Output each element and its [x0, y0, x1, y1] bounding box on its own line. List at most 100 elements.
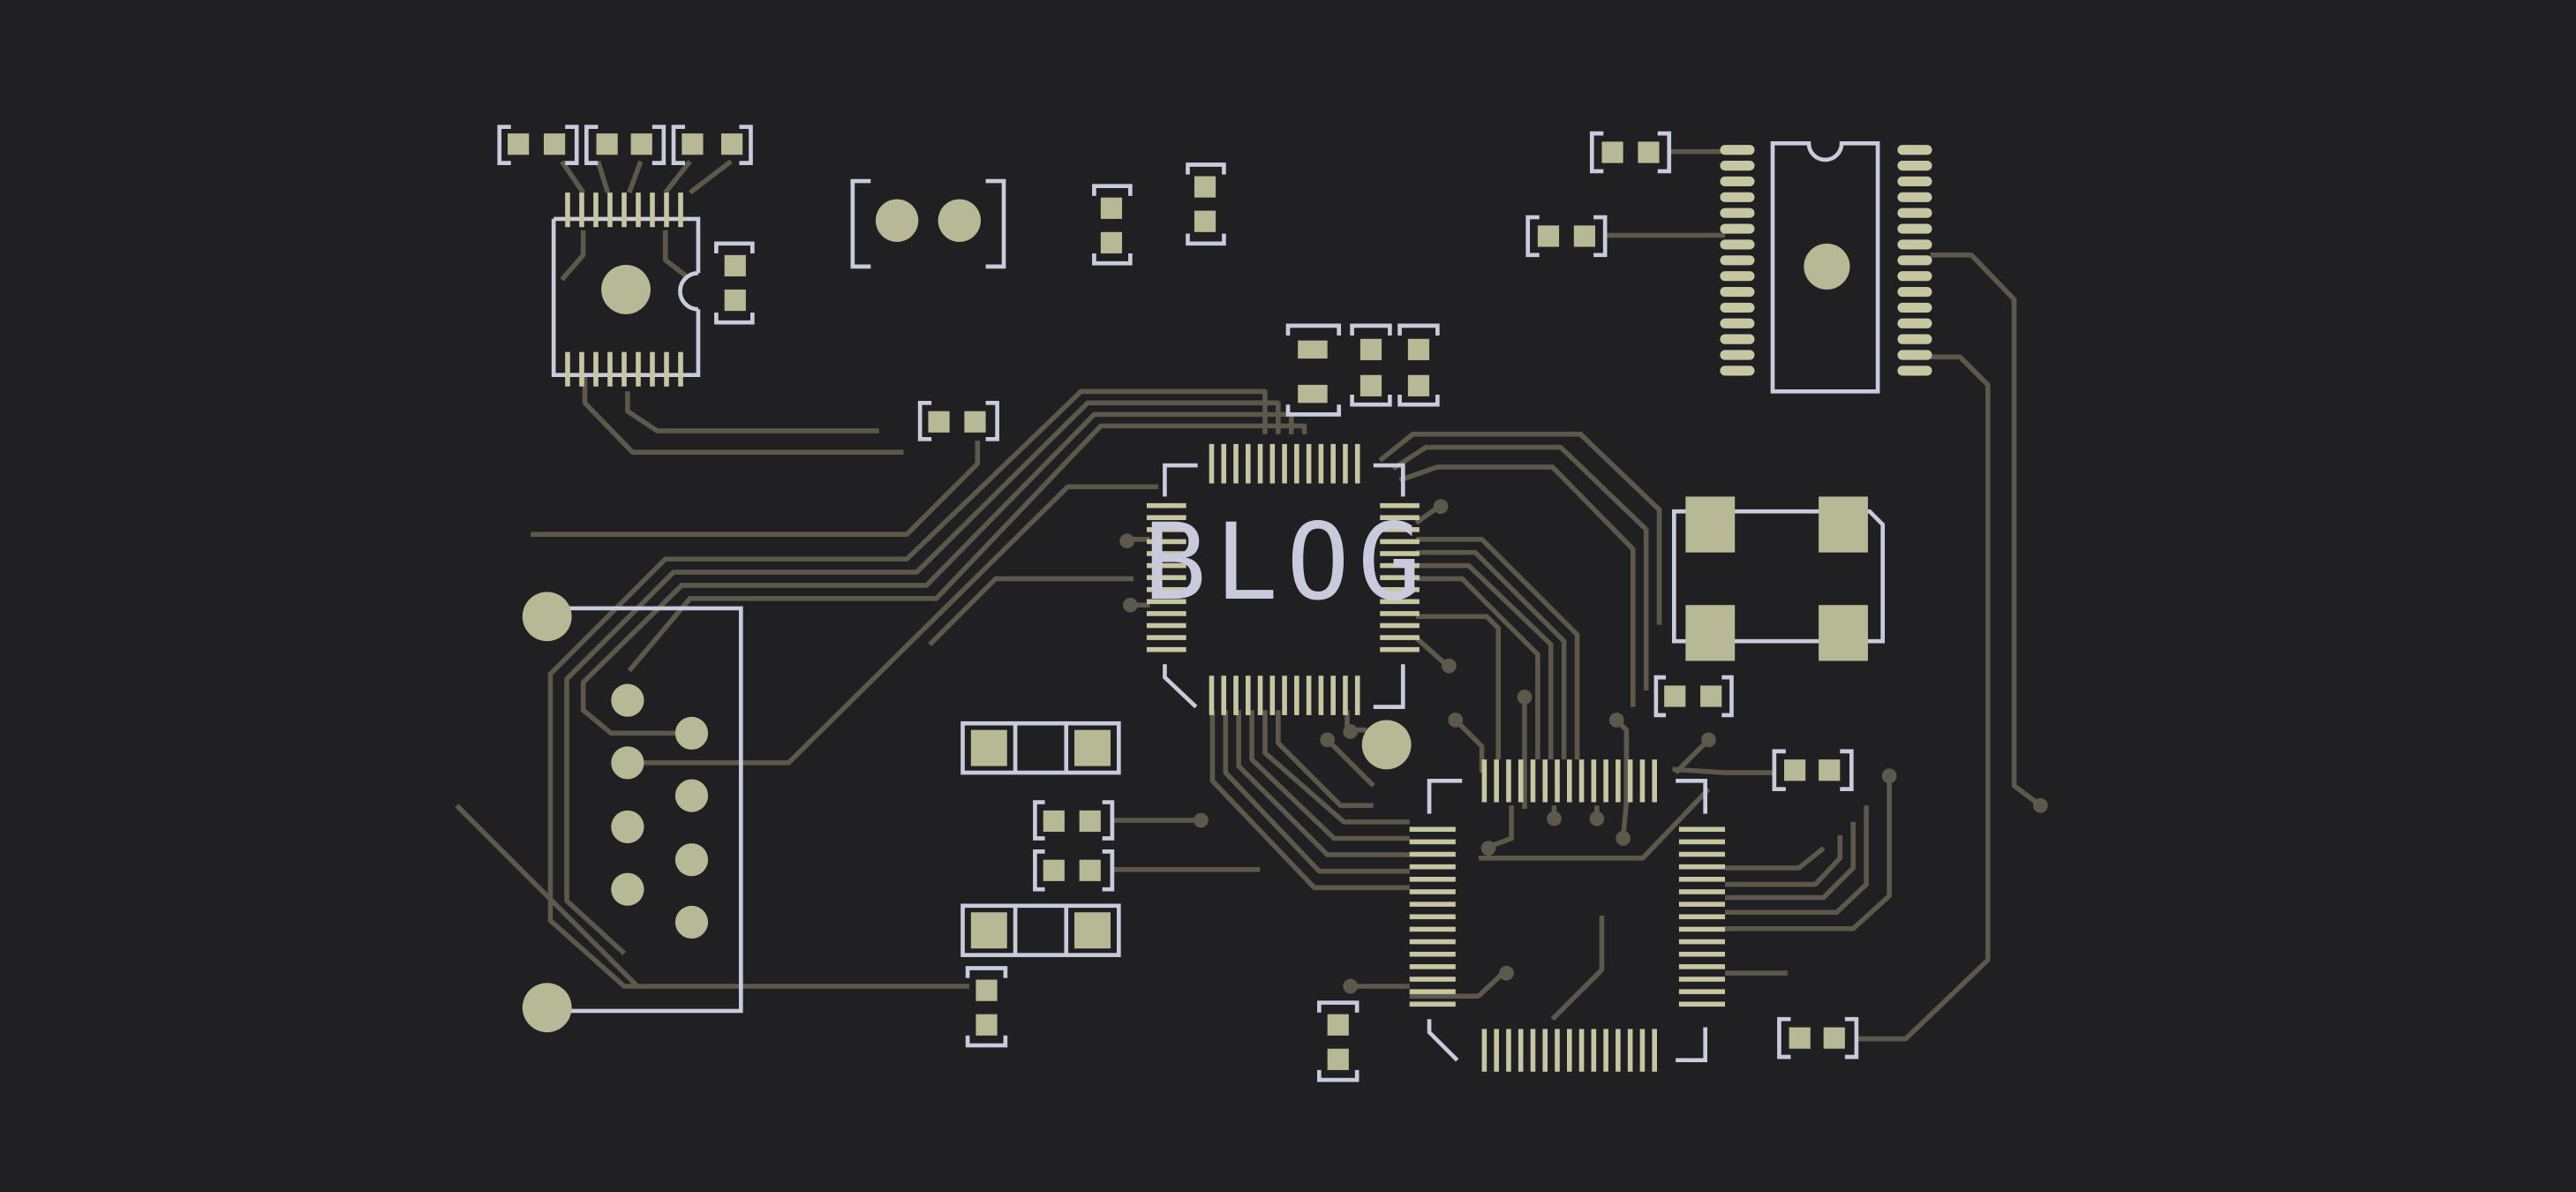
header-outline: [960, 720, 1121, 775]
smd-pad: [1079, 810, 1101, 833]
main-chip-outline: [1373, 463, 1405, 497]
smd-pad: [1573, 225, 1596, 247]
dip-pin: [1720, 334, 1755, 344]
main-chip-pin: [1380, 527, 1420, 532]
soic-pin: [607, 351, 613, 387]
db9-pin: [611, 872, 644, 906]
header-pad: [1074, 729, 1111, 766]
trace: [564, 400, 1281, 955]
main-chip-pin: [1354, 443, 1360, 484]
dip-pin: [1897, 271, 1932, 282]
via: [1480, 841, 1496, 856]
dip-pin: [1720, 271, 1755, 282]
trace: [580, 411, 1294, 736]
qfp-pin: [1409, 939, 1456, 945]
smd-bracket: [1397, 323, 1440, 407]
header-pad: [1074, 912, 1111, 949]
qfp-pin: [1678, 977, 1726, 982]
trace: [1674, 737, 1711, 775]
qfp-outline: [1427, 779, 1463, 814]
main-chip-pin: [1146, 586, 1186, 592]
dip-pin: [1720, 161, 1755, 171]
qfp-outline: [1427, 1019, 1459, 1062]
via: [1881, 768, 1897, 784]
dip-pin: [1897, 350, 1932, 360]
qfp-pin: [1678, 864, 1726, 870]
soic-pin: [579, 351, 584, 387]
trace-layer: [455, 148, 2042, 1042]
via: [1193, 812, 1209, 828]
trace: [582, 373, 904, 455]
via: [1343, 724, 1359, 739]
blog-label: BLOG: [1143, 502, 1429, 624]
via: [1589, 811, 1605, 826]
main-chip-pin: [1354, 675, 1360, 715]
smd-bracket: [1092, 184, 1133, 266]
smd-pad: [1407, 338, 1430, 360]
main-chip-pin: [1221, 443, 1227, 484]
main-chip-pin: [1146, 551, 1186, 556]
dip-pin: [1897, 176, 1932, 187]
trace: [1391, 444, 1649, 691]
smd-bracket: [497, 124, 579, 165]
trace: [1856, 354, 1991, 1042]
qfp-pin: [1409, 851, 1456, 857]
main-chip-pin: [1318, 675, 1324, 715]
main-chip-pin: [1146, 562, 1186, 569]
qfp-pin: [1506, 759, 1511, 803]
dip-pin: [1897, 334, 1932, 344]
header-outline: [960, 903, 1121, 957]
dip-pin: [1720, 255, 1755, 266]
smd-bracket: [671, 124, 753, 165]
trace: [1409, 971, 1505, 999]
silkscreen-layer: [497, 124, 1885, 1083]
qfp-pin: [1530, 1029, 1536, 1072]
smd-pad: [1819, 759, 1841, 781]
trace: [662, 230, 689, 279]
smd-pad: [1327, 1014, 1349, 1036]
trace: [1249, 710, 1410, 841]
crystal-pad: [1819, 496, 1868, 553]
via-large-pad: [1361, 720, 1412, 770]
qfp-pin: [1481, 1029, 1488, 1072]
smd-bracket: [1350, 323, 1392, 407]
dip-pin: [1720, 207, 1755, 218]
smd-pad: [1327, 1048, 1349, 1070]
crystal-pad: [1685, 605, 1736, 661]
main-chip-pin: [1233, 443, 1239, 484]
main-chip-pin: [1330, 443, 1336, 484]
db9-pin: [674, 905, 709, 939]
smd-bracket: [1525, 215, 1608, 258]
qfp-pin: [1603, 1029, 1608, 1072]
soic-pin: [650, 192, 655, 228]
header-pad: [970, 912, 1007, 949]
qfp-pin: [1652, 759, 1657, 803]
main-chip-pin: [1146, 539, 1186, 545]
dip-pin: [1720, 302, 1755, 313]
main-chip-pin: [1233, 675, 1239, 715]
trace: [663, 160, 692, 194]
soic-pin: [636, 192, 641, 228]
db9-pin: [674, 716, 709, 751]
dip-pin: [1897, 161, 1932, 171]
tht-pad: [875, 199, 919, 242]
smd-pad: [508, 133, 530, 155]
qfp-pin: [1678, 914, 1726, 920]
main-chip-pin: [1146, 502, 1186, 509]
ic-pin-layer: [565, 145, 1932, 1072]
qfp-pin: [1639, 759, 1646, 803]
smd-pad: [596, 133, 618, 155]
smd-pad: [1079, 859, 1101, 881]
qfp-pin: [1409, 839, 1456, 845]
qfp-pin: [1652, 1029, 1657, 1072]
smd-pad: [1638, 141, 1660, 163]
qfp-pin: [1409, 926, 1456, 932]
db9-pin: [611, 746, 644, 780]
db9-mount-hole: [522, 592, 572, 642]
smd-pad: [1298, 384, 1328, 404]
soic-pin: [607, 192, 613, 228]
trace: [1930, 253, 2042, 808]
smd-pad: [1601, 141, 1623, 163]
dip-pin: [1897, 366, 1932, 376]
main-chip-pin: [1146, 599, 1186, 605]
